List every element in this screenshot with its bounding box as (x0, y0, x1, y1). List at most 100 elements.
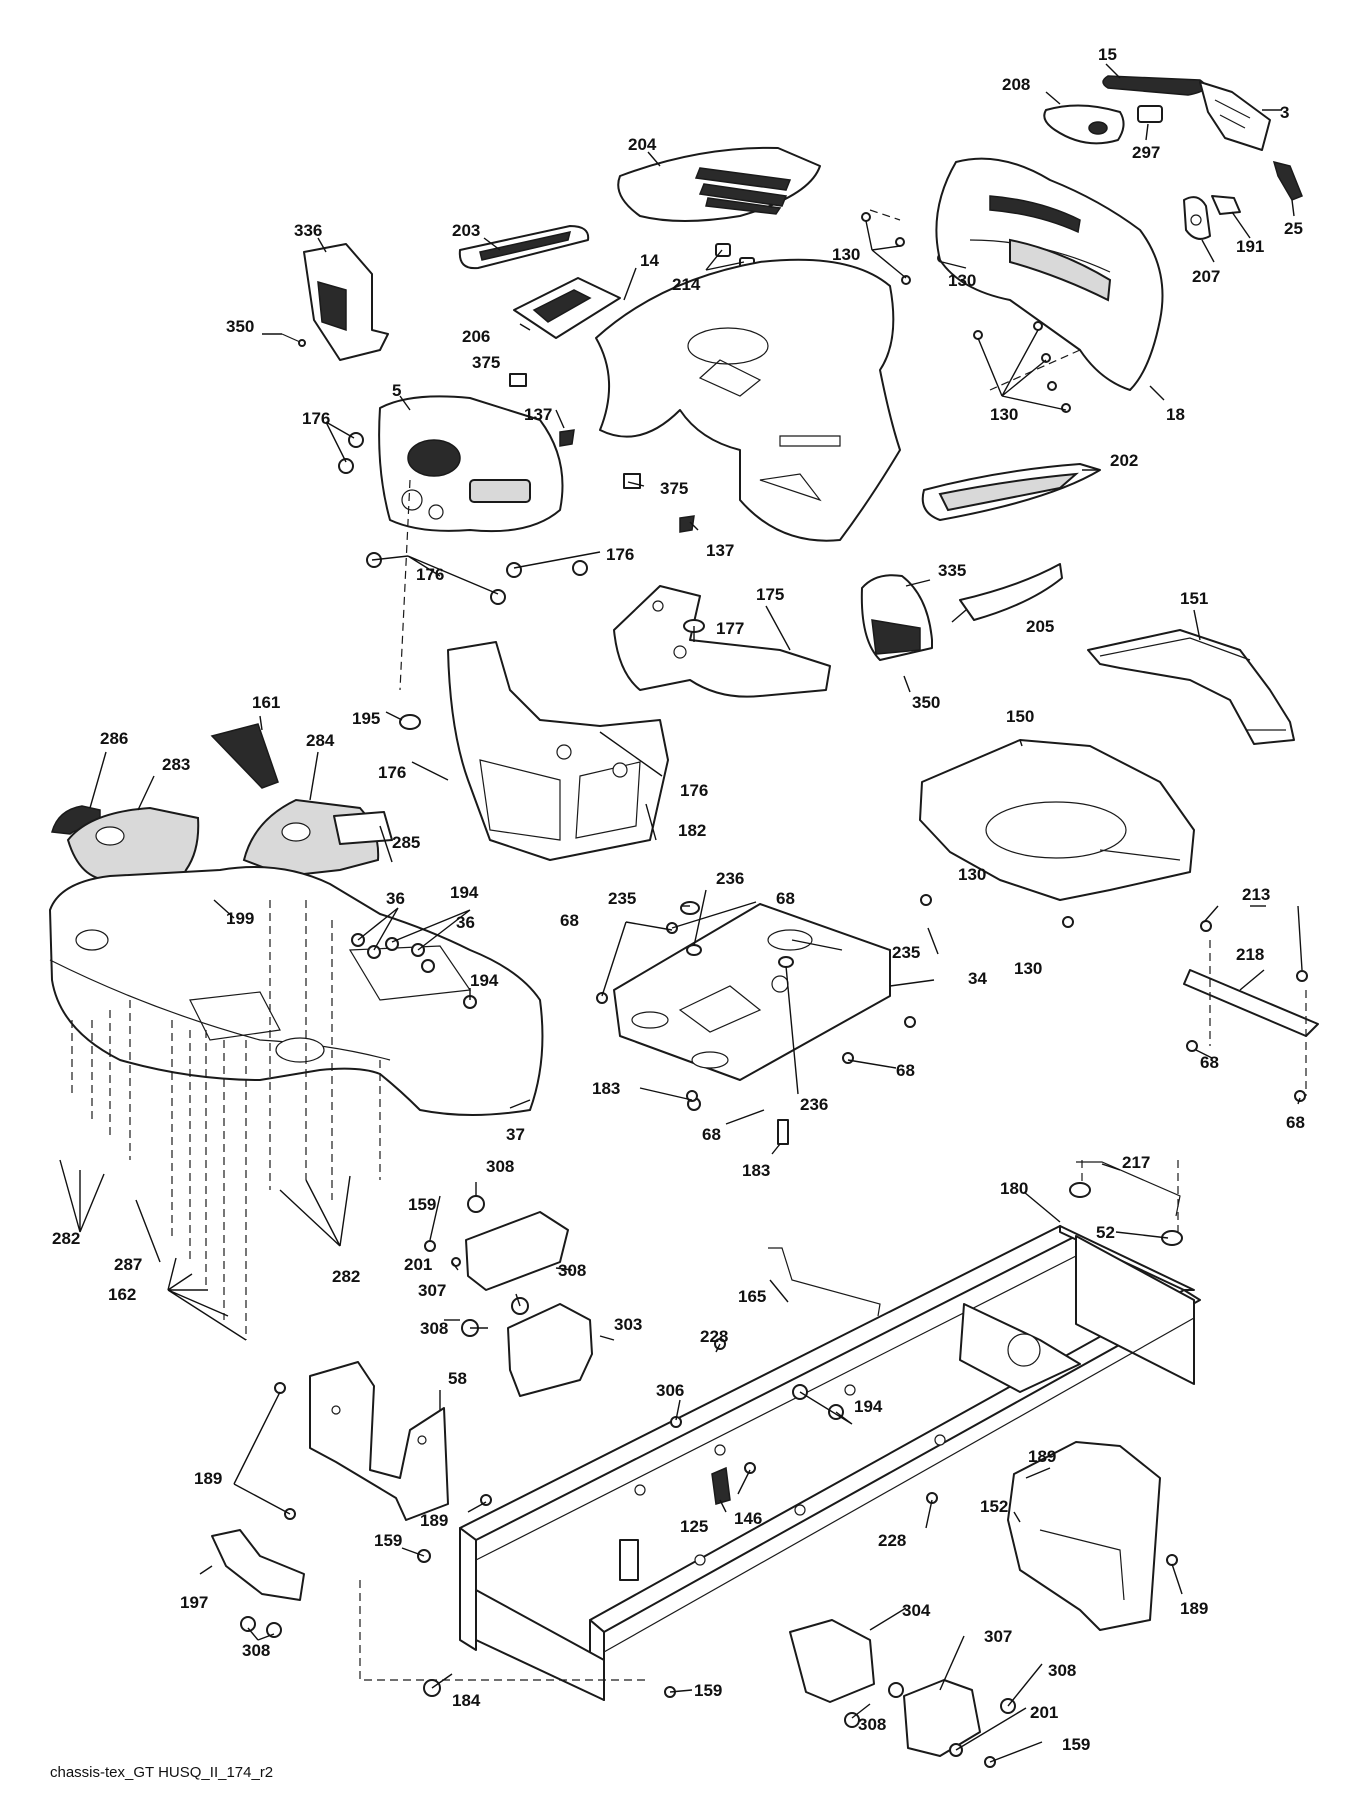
part-206-dash-panel (513, 277, 621, 339)
callout-175: 175 (756, 585, 784, 604)
callout-285: 285 (392, 833, 420, 852)
part-5-dash (378, 395, 564, 533)
callout-137-a: 137 (524, 405, 552, 424)
callout-189-c: 189 (420, 1511, 448, 1530)
callout-34: 34 (968, 969, 987, 988)
part-283-fender-left (66, 806, 200, 892)
callout-335: 335 (938, 561, 966, 580)
callout-194-a: 194 (450, 883, 479, 902)
callout-130-d: 130 (958, 865, 986, 884)
callout-150: 150 (1006, 707, 1034, 726)
part-175-bracket (613, 585, 831, 698)
callout-199: 199 (226, 909, 254, 928)
callout-68-b: 68 (560, 911, 579, 930)
callout-189-a: 189 (194, 1469, 222, 1488)
part-182-lower-panel (447, 641, 669, 861)
part-304-307-lower (789, 1619, 1016, 1768)
callout-201-b: 201 (1030, 1703, 1058, 1722)
part-150-shield (919, 739, 1195, 901)
part-130-screws-lower (920, 894, 1074, 928)
callout-191: 191 (1236, 237, 1264, 256)
part-165-rod (768, 1247, 881, 1317)
callout-195: 195 (352, 709, 380, 728)
callout-308-b: 308 (558, 1261, 586, 1280)
part-176-fasteners (338, 432, 588, 605)
callout-130-e: 130 (1014, 959, 1042, 978)
callout-228-b: 228 (878, 1531, 906, 1550)
callout-286: 286 (100, 729, 128, 748)
callout-350-b: 350 (912, 693, 940, 712)
part-191-socket (1211, 195, 1241, 215)
callout-308-c: 308 (420, 1319, 448, 1338)
callout-161: 161 (252, 693, 280, 712)
callout-307-b: 307 (984, 1627, 1012, 1646)
callout-304: 304 (902, 1601, 931, 1620)
callout-37: 37 (506, 1125, 525, 1144)
part-180-frame (459, 1225, 1201, 1701)
callout-58: 58 (448, 1369, 467, 1388)
part-58-bracket (309, 1361, 449, 1521)
callout-208: 208 (1002, 75, 1030, 94)
callout-184: 184 (452, 1691, 481, 1710)
part-137-clip (559, 429, 695, 533)
part-307-303-plates (424, 1195, 593, 1397)
part-197-bracket (211, 1529, 305, 1601)
callout-235-b: 235 (892, 943, 920, 962)
callout-307-a: 307 (418, 1281, 446, 1300)
part-336-side-panel (303, 243, 389, 361)
callout-176-e: 176 (680, 781, 708, 800)
callout-14: 14 (640, 251, 659, 270)
callout-36-a: 36 (386, 889, 405, 908)
callout-189-b: 189 (1028, 1447, 1056, 1466)
callout-303: 303 (614, 1315, 642, 1334)
callout-68-a: 68 (776, 889, 795, 908)
callout-180: 180 (1000, 1179, 1028, 1198)
callout-15: 15 (1098, 45, 1117, 64)
callout-375-b: 375 (660, 479, 688, 498)
part-235-236-bushings (680, 901, 794, 968)
callout-36-b: 36 (456, 913, 475, 932)
callout-130-c: 130 (990, 405, 1018, 424)
callout-308-f: 308 (858, 1715, 886, 1734)
callout-214: 214 (672, 275, 701, 294)
callout-194-c: 194 (854, 1397, 883, 1416)
callout-308-e: 308 (1048, 1661, 1076, 1680)
callout-5: 5 (392, 381, 401, 400)
callout-159-b: 159 (374, 1531, 402, 1550)
callout-3: 3 (1280, 103, 1289, 122)
callout-284: 284 (306, 731, 335, 750)
callout-282-b: 282 (332, 1267, 360, 1286)
callout-235-a: 235 (608, 889, 636, 908)
callout-162: 162 (108, 1285, 136, 1304)
callout-177: 177 (716, 619, 744, 638)
callout-125: 125 (680, 1517, 708, 1536)
callout-206: 206 (462, 327, 490, 346)
callout-176-a: 176 (302, 409, 330, 428)
part-161-panel (210, 723, 279, 789)
callout-159-a: 159 (408, 1195, 436, 1214)
part-204-hood-top (617, 146, 821, 222)
part-202-grille-insert (921, 463, 1101, 521)
part-52-bushing (1069, 1182, 1183, 1246)
callout-283: 283 (162, 755, 190, 774)
part-218-bracket (1183, 920, 1319, 1102)
part-37-footrest (49, 866, 544, 1116)
part-14-hood (595, 258, 901, 542)
leader-lines (59, 63, 1303, 1763)
callout-176-d: 176 (378, 763, 406, 782)
callout-202: 202 (1110, 451, 1138, 470)
part-25-bracket (1272, 160, 1303, 201)
part-152-seat-support (1007, 1441, 1161, 1631)
part-68-183-bolts (596, 922, 916, 1145)
callout-189-d: 189 (1180, 1599, 1208, 1618)
part-350-screw (281, 333, 306, 347)
callout-213: 213 (1242, 885, 1270, 904)
callout-203: 203 (452, 221, 480, 240)
callout-68-f: 68 (702, 1125, 721, 1144)
callout-176-c: 176 (416, 565, 444, 584)
part-203-side-panel (458, 225, 590, 270)
callout-306: 306 (656, 1381, 684, 1400)
callout-52: 52 (1096, 1223, 1115, 1242)
callout-183-b: 183 (742, 1161, 770, 1180)
